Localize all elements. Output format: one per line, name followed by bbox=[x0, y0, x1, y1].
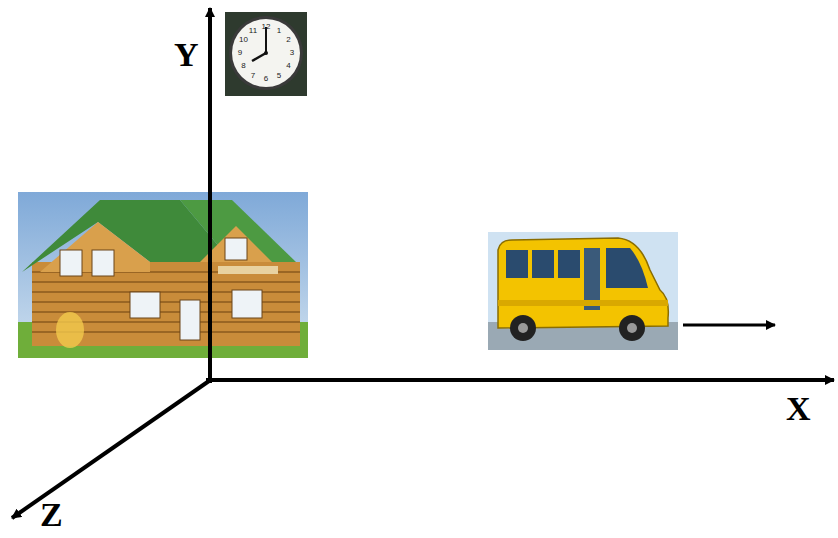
clock-number: 12 bbox=[262, 23, 271, 31]
clock-picture bbox=[225, 12, 307, 96]
bus-picture bbox=[488, 232, 678, 350]
clock-number: 4 bbox=[286, 62, 290, 70]
coordinate-axes bbox=[12, 8, 834, 518]
clock-number: 6 bbox=[264, 75, 268, 83]
clock-number: 2 bbox=[286, 36, 290, 44]
axis-label: X bbox=[786, 392, 811, 426]
clock-number: 11 bbox=[249, 27, 257, 35]
clock-number: 10 bbox=[239, 36, 248, 44]
axis-label: Z bbox=[40, 498, 63, 532]
clock-number: 1 bbox=[277, 27, 281, 35]
clock-number: 7 bbox=[251, 72, 255, 80]
clock-number: 9 bbox=[238, 49, 242, 57]
clock-number: 8 bbox=[241, 62, 245, 70]
motion-arrow bbox=[683, 324, 775, 327]
axis-label: Y bbox=[174, 38, 199, 72]
house-picture bbox=[18, 192, 308, 358]
clock-number: 3 bbox=[290, 49, 294, 57]
clock-number: 5 bbox=[277, 72, 281, 80]
